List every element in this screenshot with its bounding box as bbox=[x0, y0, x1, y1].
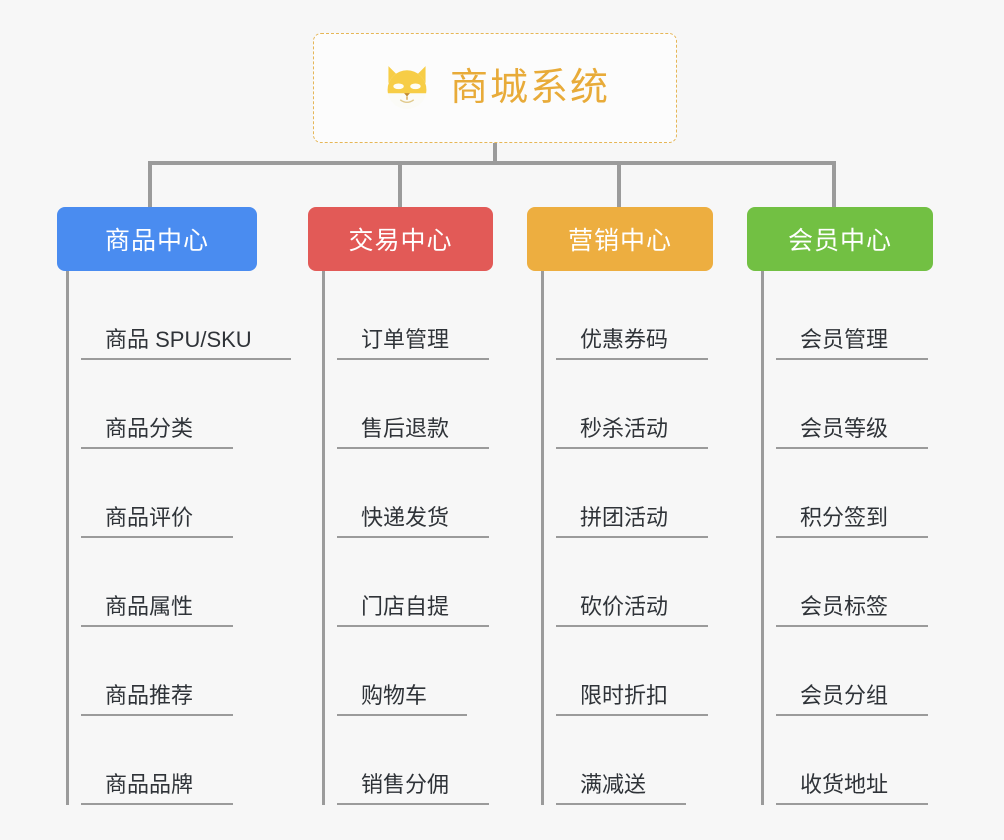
list-item[interactable]: 会员管理 bbox=[776, 271, 933, 360]
connector-drop-1 bbox=[148, 161, 152, 207]
leaf-underline bbox=[556, 358, 708, 360]
leaf-underline bbox=[337, 447, 489, 449]
leaf-underline bbox=[776, 447, 928, 449]
list-item[interactable]: 订单管理 bbox=[337, 271, 493, 360]
list-item[interactable]: 会员分组 bbox=[776, 627, 933, 716]
list-item[interactable]: 秒杀活动 bbox=[556, 360, 713, 449]
leaf-underline bbox=[776, 536, 928, 538]
leaf-underline bbox=[337, 803, 489, 805]
connector-horizontal-bus bbox=[148, 161, 836, 165]
list-item[interactable]: 会员标签 bbox=[776, 538, 933, 627]
leaf-label: 积分签到 bbox=[800, 504, 889, 530]
leaf-label: 商品分类 bbox=[105, 415, 194, 441]
leaf-label: 会员分组 bbox=[800, 682, 889, 708]
leaf-underline bbox=[556, 447, 708, 449]
connector-drop-4 bbox=[832, 161, 836, 207]
category-header-2[interactable]: 交易中心 bbox=[308, 207, 493, 271]
list-item[interactable]: 快递发货 bbox=[337, 449, 493, 538]
list-item[interactable]: 购物车 bbox=[337, 627, 493, 716]
leaf-underline bbox=[81, 803, 233, 805]
root-node-shop-system[interactable]: 商城系统 bbox=[313, 33, 677, 143]
leaf-label: 快递发货 bbox=[361, 504, 450, 530]
leaf-label: 销售分佣 bbox=[361, 771, 450, 797]
list-item[interactable]: 商品 SPU/SKU bbox=[81, 271, 291, 360]
connector-root-stem bbox=[493, 143, 497, 165]
leaf-label: 砍价活动 bbox=[580, 593, 669, 619]
list-item[interactable]: 商品品牌 bbox=[81, 716, 257, 805]
category-header-3[interactable]: 营销中心 bbox=[527, 207, 713, 271]
leaf-label: 商品评价 bbox=[105, 504, 194, 530]
list-item[interactable]: 销售分佣 bbox=[337, 716, 493, 805]
leaf-underline bbox=[776, 803, 928, 805]
category-column-1: 商品中心 商品 SPU/SKU 商品分类 商品评价 商品属性 商品推荐 bbox=[57, 207, 291, 805]
leaf-underline bbox=[776, 714, 928, 716]
leaf-list-1: 商品 SPU/SKU 商品分类 商品评价 商品属性 商品推荐 商品品牌 bbox=[66, 271, 291, 805]
leaf-underline bbox=[81, 358, 291, 360]
leaf-underline bbox=[776, 625, 928, 627]
leaf-underline bbox=[556, 714, 708, 716]
shiba-dog-face-icon bbox=[387, 66, 427, 110]
list-item[interactable]: 商品评价 bbox=[81, 449, 257, 538]
leaf-list-3: 优惠券码 秒杀活动 拼团活动 砍价活动 限时折扣 满减送 bbox=[541, 271, 713, 805]
list-item[interactable]: 砍价活动 bbox=[556, 538, 713, 627]
leaf-label: 秒杀活动 bbox=[580, 415, 669, 441]
leaf-label: 限时折扣 bbox=[580, 682, 669, 708]
list-item[interactable]: 积分签到 bbox=[776, 449, 933, 538]
leaf-underline bbox=[81, 625, 233, 627]
category-column-2: 交易中心 订单管理 售后退款 快递发货 门店自提 购物车 bbox=[308, 207, 493, 805]
list-item[interactable]: 拼团活动 bbox=[556, 449, 713, 538]
root-title: 商城系统 bbox=[449, 67, 610, 109]
leaf-list-4: 会员管理 会员等级 积分签到 会员标签 会员分组 收货地址 bbox=[761, 271, 933, 805]
leaf-label: 商品属性 bbox=[105, 593, 194, 619]
list-item[interactable]: 会员等级 bbox=[776, 360, 933, 449]
leaf-label: 满减送 bbox=[580, 771, 647, 797]
category-header-4[interactable]: 会员中心 bbox=[747, 207, 933, 271]
leaf-underline bbox=[337, 536, 489, 538]
leaf-underline bbox=[337, 625, 489, 627]
leaf-label: 会员等级 bbox=[800, 415, 889, 441]
leaf-label: 拼团活动 bbox=[580, 504, 669, 530]
leaf-underline bbox=[81, 447, 233, 449]
category-header-1[interactable]: 商品中心 bbox=[57, 207, 257, 271]
leaf-underline bbox=[81, 714, 233, 716]
category-column-4: 会员中心 会员管理 会员等级 积分签到 会员标签 会员分组 bbox=[747, 207, 933, 805]
leaf-underline bbox=[337, 358, 489, 360]
list-item[interactable]: 优惠券码 bbox=[556, 271, 713, 360]
leaf-label: 门店自提 bbox=[361, 593, 450, 619]
category-column-3: 营销中心 优惠券码 秒杀活动 拼团活动 砍价活动 限时折扣 bbox=[527, 207, 713, 805]
leaf-list-2: 订单管理 售后退款 快递发货 门店自提 购物车 销售分佣 bbox=[322, 271, 493, 805]
leaf-label: 订单管理 bbox=[361, 326, 450, 352]
leaf-label: 优惠券码 bbox=[580, 326, 669, 352]
leaf-label: 售后退款 bbox=[361, 415, 450, 441]
leaf-underline bbox=[81, 536, 233, 538]
leaf-label: 收货地址 bbox=[800, 771, 889, 797]
list-item[interactable]: 商品推荐 bbox=[81, 627, 257, 716]
leaf-label: 会员标签 bbox=[800, 593, 889, 619]
list-item[interactable]: 满减送 bbox=[556, 716, 713, 805]
leaf-label: 会员管理 bbox=[800, 326, 889, 352]
connector-drop-2 bbox=[398, 161, 402, 207]
leaf-label: 商品 SPU/SKU bbox=[105, 326, 252, 352]
leaf-underline bbox=[556, 536, 708, 538]
connector-drop-3 bbox=[617, 161, 621, 207]
leaf-underline bbox=[337, 714, 467, 716]
list-item[interactable]: 商品属性 bbox=[81, 538, 257, 627]
leaf-label: 商品品牌 bbox=[105, 771, 194, 797]
list-item[interactable]: 门店自提 bbox=[337, 538, 493, 627]
list-item[interactable]: 收货地址 bbox=[776, 716, 933, 805]
list-item[interactable]: 商品分类 bbox=[81, 360, 257, 449]
list-item[interactable]: 售后退款 bbox=[337, 360, 493, 449]
leaf-underline bbox=[776, 358, 928, 360]
leaf-label: 购物车 bbox=[361, 682, 428, 708]
leaf-label: 商品推荐 bbox=[105, 682, 194, 708]
leaf-underline bbox=[556, 803, 686, 805]
list-item[interactable]: 限时折扣 bbox=[556, 627, 713, 716]
leaf-underline bbox=[556, 625, 708, 627]
